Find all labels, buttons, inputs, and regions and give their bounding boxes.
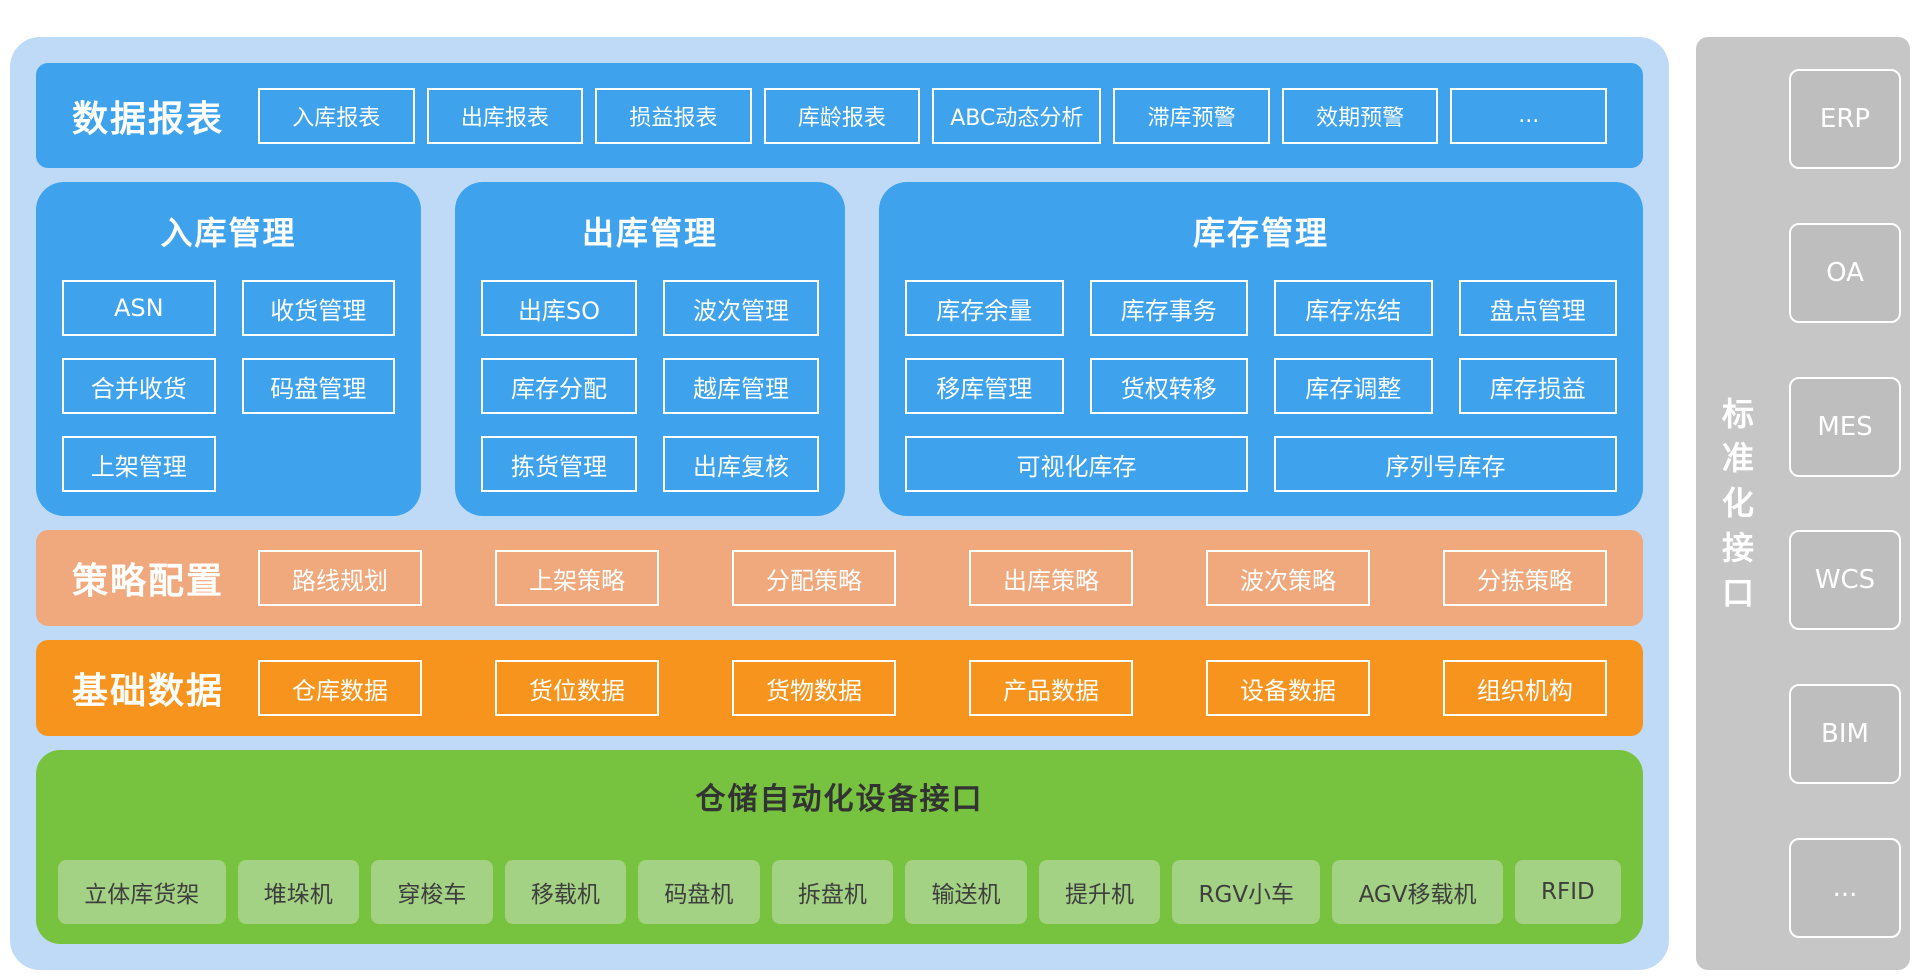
strategy-config-bar: 策略配置 路线规划 上架策略 分配策略 出库策略 波次策略 分拣策略 xyxy=(36,530,1643,626)
inventory-item: 盘点管理 xyxy=(1458,280,1617,336)
outbound-panel-items: 出库SO 波次管理库存分配越库管理拣货管理出库复核 xyxy=(481,280,819,492)
basic-data-bar: 基础数据 仓库数据 货位数据 货物数据 产品数据 设备数据 组织机构 xyxy=(36,640,1643,736)
basic-data-item: 设备数据 xyxy=(1205,660,1370,716)
device-item: RGV小车 xyxy=(1172,860,1321,924)
inventory-item: 移库管理 xyxy=(905,358,1064,414)
inventory-item: 库存损益 xyxy=(1458,358,1617,414)
sidebar-vertical-title: 标准化接口 xyxy=(1722,394,1755,612)
device-item: 穿梭车 xyxy=(371,860,493,924)
inventory-item: 货权转移 xyxy=(1089,358,1248,414)
strategy-item: 上架策略 xyxy=(495,550,659,606)
reports-bar-title: 数据报表 xyxy=(72,98,225,140)
outbound-panel-title: 出库管理 xyxy=(581,214,718,252)
strategy-item: 路线规划 xyxy=(258,550,423,606)
report-item: 入库报表 xyxy=(258,87,415,144)
strategy-bar-items: 路线规划 上架策略 分配策略 出库策略 波次策略 分拣策略 xyxy=(258,550,1607,606)
device-item: 堆垛机 xyxy=(237,860,360,924)
outbound-item: 拣货管理 xyxy=(481,436,637,492)
report-item: 损益报表 xyxy=(595,87,752,144)
report-item: 效期预警 xyxy=(1281,87,1439,144)
inbound-management-panel: 入库管理 ASN 收货管理合并收货码盘管理上架管理 xyxy=(36,182,421,516)
inbound-item: 合并收货 xyxy=(62,358,216,414)
basic-data-item: 仓库数据 xyxy=(258,660,423,716)
report-item: 出库报表 xyxy=(426,87,584,144)
external-system-item: OA xyxy=(1789,222,1901,323)
inbound-item: ASN xyxy=(62,280,216,336)
outbound-item: 波次管理 xyxy=(663,280,819,336)
inventory-item: 库存事务 xyxy=(1089,280,1248,336)
inventory-wide-item: 序列号库存 xyxy=(1274,436,1617,492)
inventory-management-panel: 库存管理 库存余量库存事务库存冻结盘点管理移库管理货权转移库存调整库存损益 可视… xyxy=(879,182,1643,516)
inbound-panel-items: ASN 收货管理合并收货码盘管理上架管理 xyxy=(62,280,395,492)
outbound-item: 越库管理 xyxy=(663,358,819,414)
device-item: 移载机 xyxy=(504,860,627,924)
report-item: ABC动态分析 xyxy=(932,87,1102,144)
inbound-item: 上架管理 xyxy=(62,436,216,492)
outbound-item: 出库SO xyxy=(481,280,637,336)
external-system-item: BIM xyxy=(1789,684,1901,785)
basic-data-item: 货物数据 xyxy=(731,660,896,716)
basic-data-item: 组织机构 xyxy=(1442,660,1607,716)
device-item: 拆盘机 xyxy=(771,860,894,924)
outbound-management-panel: 出库管理 出库SO 波次管理库存分配越库管理拣货管理出库复核 xyxy=(455,182,845,516)
inbound-item: 码盘管理 xyxy=(241,358,395,414)
external-system-item: MES xyxy=(1789,376,1901,477)
inventory-item: 库存余量 xyxy=(905,280,1064,336)
device-item: 输送机 xyxy=(905,860,1027,924)
sidebar-systems-list: ERP OA MES WCS BIM... xyxy=(1789,69,1901,938)
strategy-item: 分配策略 xyxy=(731,550,896,606)
device-item: RFID xyxy=(1514,860,1621,924)
strategy-bar-title: 策略配置 xyxy=(72,561,225,602)
outbound-item: 库存分配 xyxy=(481,358,637,414)
device-item: 码盘机 xyxy=(638,860,760,924)
inventory-wide-item: 可视化库存 xyxy=(905,436,1248,492)
basic-data-item: 货位数据 xyxy=(495,660,659,716)
outbound-item: 出库复核 xyxy=(663,436,819,492)
standard-interface-sidebar: 标准化接口 ERP OA MES WCS BIM... xyxy=(1696,37,1910,970)
inbound-panel-title: 入库管理 xyxy=(160,214,297,252)
basic-bar-title: 基础数据 xyxy=(72,671,225,712)
device-item: 提升机 xyxy=(1038,860,1161,924)
inventory-item: 库存调整 xyxy=(1274,358,1433,414)
automation-section-title: 仓储自动化设备接口 xyxy=(695,782,984,817)
device-item: AGV移载机 xyxy=(1332,860,1503,924)
basic-data-item: 产品数据 xyxy=(968,660,1133,716)
basic-bar-items: 仓库数据 货位数据 货物数据 产品数据 设备数据 组织机构 xyxy=(258,660,1607,716)
report-item: ... xyxy=(1450,87,1607,144)
inventory-panel-items: 库存余量库存事务库存冻结盘点管理移库管理货权转移库存调整库存损益 xyxy=(905,280,1617,414)
inventory-item: 库存冻结 xyxy=(1274,280,1433,336)
external-system-item: ... xyxy=(1789,837,1901,938)
inventory-panel-title: 库存管理 xyxy=(1192,214,1329,252)
report-item: 滞库预警 xyxy=(1113,87,1270,144)
inventory-panel-wide-items: 可视化库存序列号库存 xyxy=(905,436,1617,492)
external-system-item: WCS xyxy=(1789,530,1901,631)
external-system-item: ERP xyxy=(1789,69,1901,169)
device-item: 立体库货架 xyxy=(58,860,226,924)
strategy-item: 分拣策略 xyxy=(1442,550,1607,606)
strategy-item: 出库策略 xyxy=(968,550,1133,606)
report-item: 库龄报表 xyxy=(763,87,921,144)
inbound-item: 收货管理 xyxy=(241,280,395,336)
strategy-item: 波次策略 xyxy=(1205,550,1370,606)
